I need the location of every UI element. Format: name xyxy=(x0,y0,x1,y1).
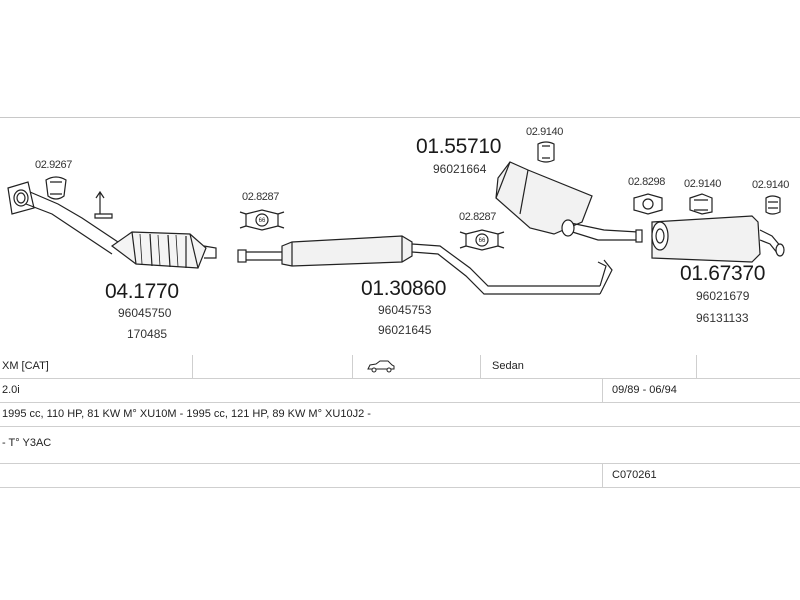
clamp-front-icon xyxy=(45,176,67,200)
pre-rear-muffler-body xyxy=(495,161,643,243)
info-row-engine-desc: 1995 cc, 110 HP, 81 KW M° XU10M - 1995 c… xyxy=(0,403,800,427)
pre-rear-muffler-code[interactable]: 01.55710 xyxy=(416,135,502,158)
info-row-ref: C070261 xyxy=(0,464,800,488)
mount-code-pre-rear: 02.8287 xyxy=(459,211,496,223)
rear-muffler-oem-2: 96131133 xyxy=(696,311,749,325)
clamp-code-rear-3: 02.9140 xyxy=(752,179,789,191)
mount-mark-66: 66 xyxy=(259,218,266,224)
middle-muffler-oem-1: 96045753 xyxy=(378,303,432,317)
middle-muffler-code[interactable]: 01.30860 xyxy=(361,277,447,300)
vehicle-body: Sedan xyxy=(492,360,524,372)
engine-size: 2.0i xyxy=(2,384,20,396)
clamp-code-rear-2: 02.9140 xyxy=(684,178,721,190)
engine-codes: - T° Y3AC xyxy=(2,437,52,449)
clamp-code-middle: 02.8287 xyxy=(242,191,279,203)
clamp-code-pre-rear: 02.9140 xyxy=(526,126,563,138)
rear-muffler-body xyxy=(651,215,785,263)
engine-description: 1995 cc, 110 HP, 81 KW M° XU10M - 1995 c… xyxy=(2,408,371,420)
catalyst-oem-1: 96045750 xyxy=(118,306,172,320)
rear-muffler-oem-1: 96021679 xyxy=(696,289,750,303)
lambda-sensor-icon xyxy=(94,190,113,219)
front-pipe xyxy=(29,191,119,243)
exhaust-diagram: 66 66 02.9267 04.1770 96045750 170485 02… xyxy=(0,118,800,354)
vehicle-model: XM [CAT] xyxy=(2,360,49,372)
info-row-model: XM [CAT] Sedan xyxy=(0,355,800,379)
clamp-code-rear-1: 02.8298 xyxy=(628,176,665,188)
catalyst-body xyxy=(110,231,217,269)
mount-mark-66b: 66 xyxy=(479,238,486,244)
middle-hanger-icon xyxy=(239,209,285,231)
vehicle-info-table: XM [CAT] Sedan 2.0i 09/89 - 06/94 1995 c… xyxy=(0,355,800,488)
clamp-code-front: 02.9267 xyxy=(35,159,72,171)
rear-hanger-icon xyxy=(633,193,663,215)
middle-muffler-body xyxy=(237,235,613,295)
clamp-rear-2-icon xyxy=(689,193,713,215)
catalyst-oem-2: 170485 xyxy=(127,327,168,341)
info-row-engine-size: 2.0i 09/89 - 06/94 xyxy=(0,379,800,403)
clamp-rear-3-icon xyxy=(765,195,781,215)
catalog-ref: C070261 xyxy=(612,469,657,481)
rear-muffler-code[interactable]: 01.67370 xyxy=(680,262,766,285)
pre-rear-muffler-oem-1: 96021664 xyxy=(433,162,487,176)
exhaust-drawing: 66 66 xyxy=(7,141,785,295)
top-divider xyxy=(0,117,800,118)
info-row-engine-codes: - T° Y3AC xyxy=(0,427,800,464)
front-flange-icon xyxy=(7,181,35,215)
production-years: 09/89 - 06/94 xyxy=(612,384,677,396)
catalyst-code[interactable]: 04.1770 xyxy=(105,280,179,303)
pre-rear-mount-icon xyxy=(459,229,505,251)
clamp-pre-rear-icon xyxy=(537,141,555,163)
middle-muffler-oem-2: 96021645 xyxy=(378,323,432,337)
sedan-car-icon xyxy=(366,359,396,376)
